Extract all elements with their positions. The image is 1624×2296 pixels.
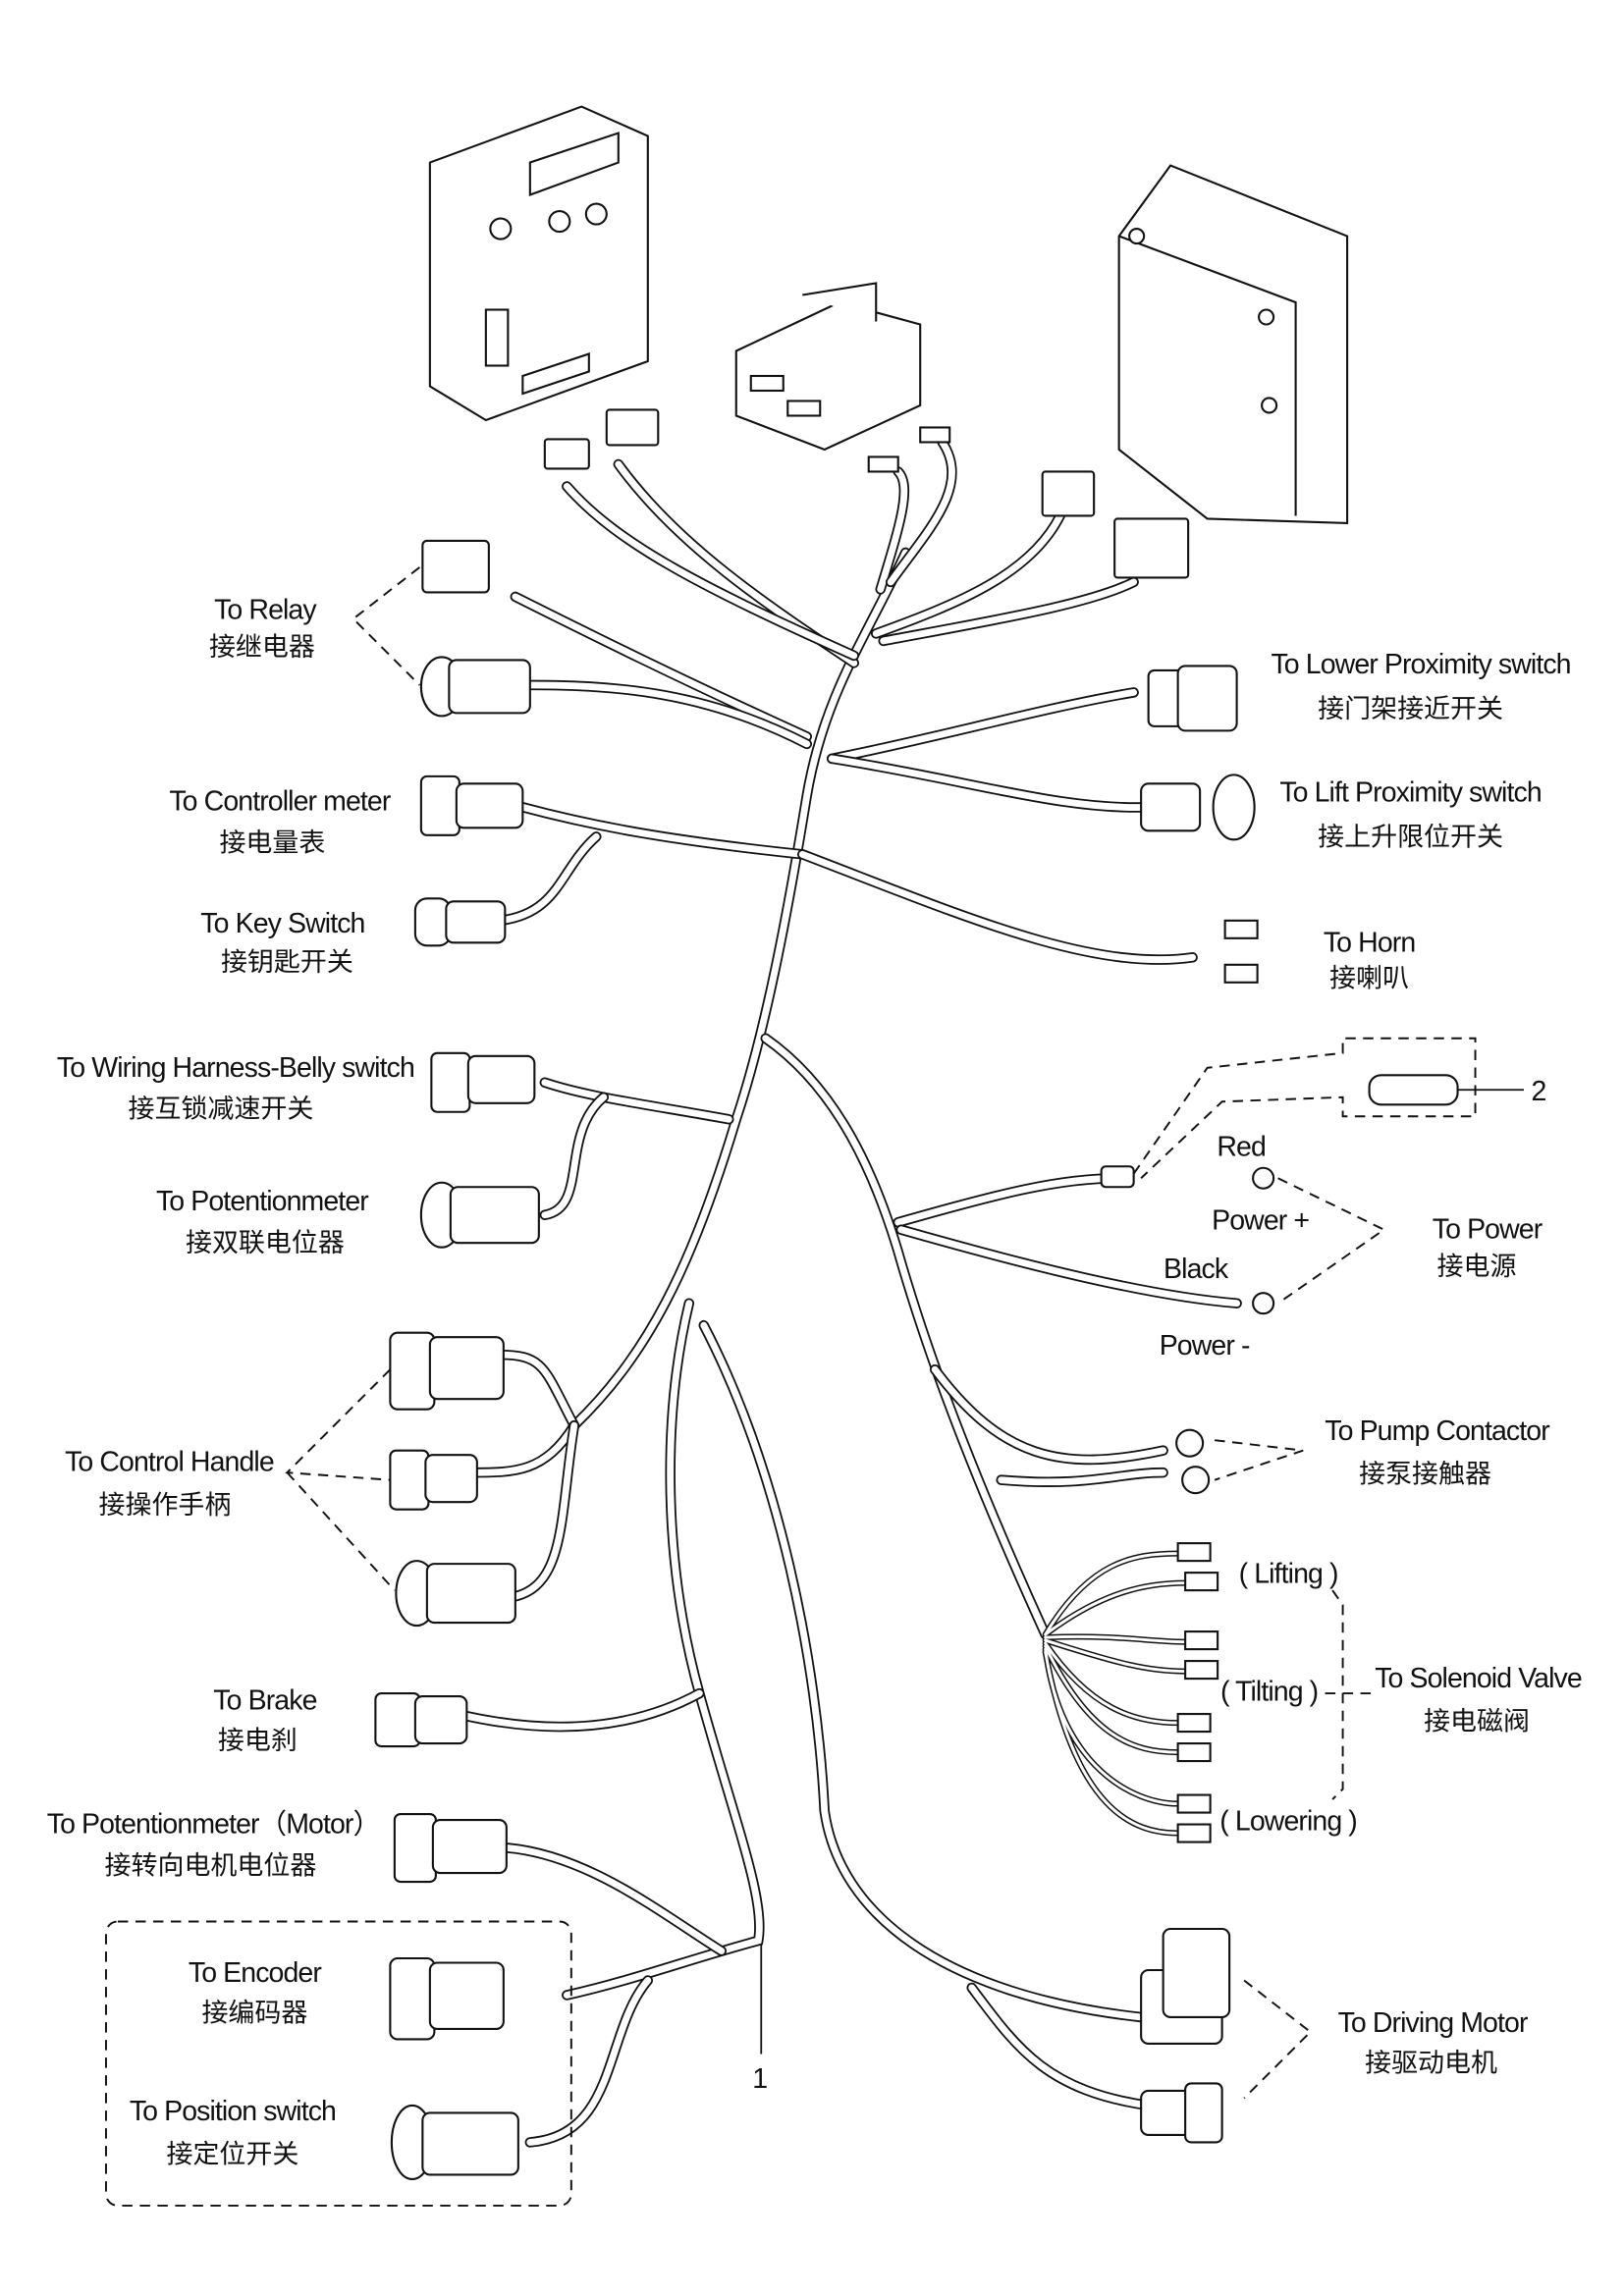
label-encoder-zh: 接编码器 bbox=[201, 1998, 307, 2028]
callout-fuse: 2 bbox=[1532, 1076, 1546, 1107]
label-lower-proximity-zh: 接门架接近开关 bbox=[1318, 694, 1503, 724]
fuse-callout: 2 bbox=[1132, 1037, 1546, 1179]
label-potentiometer-zh: 接双联电位器 bbox=[186, 1228, 345, 1258]
label-encoder: To Encoder bbox=[189, 1957, 323, 1989]
label-potentiometer-motor-zh: 接转向电机电位器 bbox=[104, 1851, 316, 1882]
label-horn: To Horn bbox=[1324, 927, 1415, 958]
label-controller-meter-zh: 接电量表 bbox=[219, 828, 325, 858]
label-controller-meter: To Controller meter bbox=[169, 785, 392, 817]
label-tilting: ( Tilting ) bbox=[1220, 1677, 1318, 1708]
label-lift-proximity-zh: 接上升限位开关 bbox=[1318, 822, 1503, 852]
label-control-handle-zh: 接操作手柄 bbox=[98, 1490, 231, 1521]
fuse-icon bbox=[1368, 1074, 1459, 1106]
label-lift-proximity: To Lift Proximity switch bbox=[1279, 776, 1541, 808]
label-driving-motor-zh: 接驱动电机 bbox=[1365, 2048, 1497, 2078]
label-position-switch: To Position switch bbox=[130, 2096, 336, 2127]
connectors bbox=[374, 408, 1275, 2180]
label-power-minus: Power - bbox=[1160, 1330, 1250, 1362]
label-solenoid-valve-zh: 接电磁阀 bbox=[1424, 1707, 1530, 1737]
label-pump-contactor: To Pump Contactor bbox=[1325, 1415, 1550, 1447]
label-power: To Power bbox=[1433, 1214, 1543, 1246]
labels: To Relay 接继电器 To Controller meter 接电量表 T… bbox=[47, 594, 1583, 2169]
label-lifting: ( Lifting ) bbox=[1239, 1559, 1338, 1590]
label-solenoid-valve: To Solenoid Valve bbox=[1375, 1663, 1582, 1694]
label-brake-zh: 接电刹 bbox=[218, 1726, 298, 1756]
label-key-switch: To Key Switch bbox=[200, 908, 364, 939]
label-lowering: ( Lowering ) bbox=[1219, 1806, 1357, 1838]
label-relay-zh: 接继电器 bbox=[209, 632, 315, 663]
callout-harness: 1 bbox=[752, 2063, 767, 2095]
label-brake: To Brake bbox=[213, 1685, 316, 1717]
label-control-handle: To Control Handle bbox=[65, 1447, 274, 1478]
label-black: Black bbox=[1164, 1254, 1229, 1285]
label-lower-proximity: To Lower Proximity switch bbox=[1271, 649, 1570, 680]
label-potentiometer: To Potentionmeter bbox=[156, 1186, 369, 1217]
label-position-switch-zh: 接定位开关 bbox=[166, 2139, 298, 2169]
leader-lines bbox=[104, 566, 1386, 2207]
solenoid-wires bbox=[1042, 1550, 1189, 1837]
switch-module bbox=[734, 282, 922, 452]
label-belly-switch-zh: 接互锁减速开关 bbox=[128, 1095, 313, 1125]
label-belly-switch: To Wiring Harness-Belly switch bbox=[57, 1052, 414, 1084]
relay-connector bbox=[421, 539, 490, 594]
controller-unit bbox=[428, 105, 649, 422]
label-power-plus: Power + bbox=[1212, 1205, 1309, 1237]
label-pump-contactor-zh: 接泵接触器 bbox=[1359, 1460, 1491, 1490]
label-potentiometer-motor: To Potentionmeter（Motor） bbox=[47, 1809, 380, 1841]
label-red: Red bbox=[1217, 1132, 1266, 1163]
label-relay: To Relay bbox=[214, 594, 317, 625]
label-horn-zh: 接喇叭 bbox=[1329, 963, 1409, 993]
main-harness bbox=[459, 437, 1242, 2148]
label-key-switch-zh: 接钥匙开关 bbox=[221, 947, 353, 978]
label-power-zh: 接电源 bbox=[1437, 1252, 1517, 1282]
display-meter bbox=[1117, 164, 1349, 525]
label-driving-motor: To Driving Motor bbox=[1338, 2007, 1529, 2039]
